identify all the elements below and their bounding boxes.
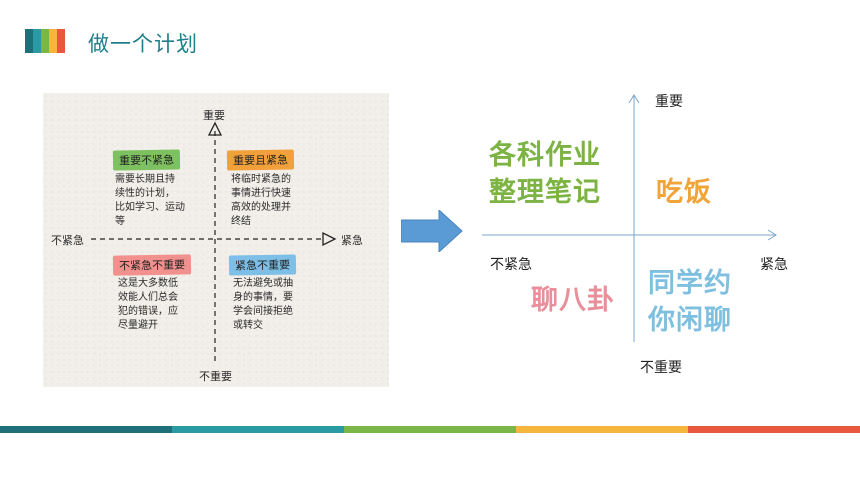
sketch-axis-right: 紧急: [341, 234, 363, 247]
up-arrow-icon: [207, 121, 223, 136]
matrix-item-not-urgent-not-important: 聊八卦: [531, 285, 615, 316]
footer-bar-3: [344, 426, 516, 433]
sketch-axes: [91, 121, 337, 365]
note-important-not-urgent: 需要长期且持 续性的计划， 比如学习、运动 等: [115, 174, 185, 227]
sketch-axis-left: 不紧急: [51, 234, 84, 247]
note-not-urgent-not-important: 这是大多数低 效能人们总会 犯的错误，应 尽量避开: [118, 278, 178, 331]
matrix-item-urgent-not-important: 同学约 你闲聊: [648, 268, 732, 336]
matrix-axis-bottom: 不重要: [640, 360, 682, 376]
page-title: 做一个计划: [88, 32, 198, 56]
tag-important-urgent: 重要且紧急: [226, 149, 295, 171]
right-arrow-icon: [401, 210, 463, 252]
eisenhower-matrix-sketch: 重要 不重要 不紧急 紧急 重要不紧急 需要长期且持 续性的计划， 比如学习、运…: [43, 93, 389, 387]
footer-bar-4: [516, 426, 688, 433]
footer-bar-1: [0, 426, 172, 433]
footer-bar-2: [172, 426, 344, 433]
stripe-5: [57, 29, 65, 53]
tag-not-urgent-not-important: 不紧急不重要: [112, 254, 192, 276]
stripe-1: [25, 29, 33, 53]
matrix-item-important-urgent: 吃饭: [656, 177, 712, 208]
tag-important-not-urgent: 重要不紧急: [112, 149, 181, 171]
note-important-urgent: 将临时紧急的 事情进行快速 高效的处理并 终结: [231, 174, 291, 227]
note-urgent-not-important: 无法避免或抽 身的事情，要 学会间接拒绝 或转交: [233, 278, 293, 331]
footer-color-bar: [0, 426, 860, 433]
stripe-3: [41, 29, 49, 53]
matrix-axis-right: 紧急: [760, 257, 788, 273]
tag-urgent-not-important: 紧急不重要: [228, 254, 297, 276]
matrix-axis-left: 不紧急: [490, 257, 532, 273]
matrix-item-important-not-urgent: 各科作业 整理笔记: [489, 140, 601, 208]
stripe-4: [49, 29, 57, 53]
logo-stripes: [25, 29, 65, 53]
right-arrow-icon: [322, 231, 337, 247]
matrix-axis-top: 重要: [655, 94, 683, 110]
footer-bar-5: [688, 426, 860, 433]
stripe-2: [33, 29, 41, 53]
sketch-axis-bottom: 不重要: [199, 370, 232, 383]
sketch-axis-top: 重要: [203, 109, 225, 122]
